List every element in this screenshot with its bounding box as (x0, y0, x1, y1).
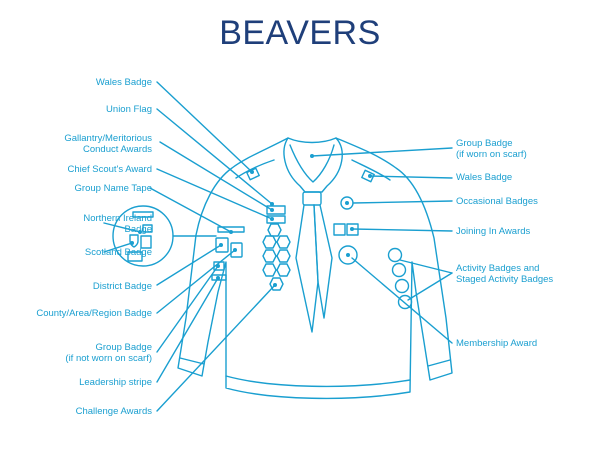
label-line: Group Name Tape (75, 183, 152, 194)
chief-scouts-award-mark (266, 215, 286, 224)
label-challenge-awards: Challenge Awards (76, 406, 153, 417)
label-line: Activity Badges and (456, 263, 539, 274)
label-line: Membership Award (456, 338, 537, 349)
label-district-badge: District Badge (93, 281, 152, 292)
label-line: Gallantry/Meritorious (64, 133, 152, 144)
label-group-name-tape: Group Name Tape (75, 183, 152, 194)
label-line: Wales Badge (96, 77, 152, 88)
label-line: Leadership stripe (79, 377, 152, 388)
magnifier-shield (129, 234, 139, 248)
label-scotland-badge: Scotland Badge (85, 247, 152, 258)
label-group-badge-right: Group Badge(if worn on scarf) (456, 138, 527, 160)
label-wales-badge-right: Wales Badge (456, 172, 512, 183)
left-cuff (179, 357, 205, 365)
activity-badge-mark-4 (397, 294, 413, 310)
right-cuff (427, 359, 451, 367)
label-membership-award: Membership Award (456, 338, 537, 349)
waistband (225, 375, 411, 388)
label-line: Scotland Badge (85, 247, 152, 258)
label-line: Group Badge (456, 138, 513, 149)
label-union-flag: Union Flag (106, 104, 152, 115)
label-county-badge: County/Area/Region Badge (36, 308, 152, 319)
label-joining-in-awards: Joining In Awards (456, 226, 531, 237)
county-badge-mark (230, 242, 243, 258)
label-line: Chief Scout's Award (67, 164, 152, 175)
magnifier-lower-badge (127, 251, 143, 262)
scarf-collar (283, 137, 343, 193)
label-line: Challenge Awards (76, 406, 153, 417)
leadership-stripe-mark (211, 274, 227, 281)
label-line: District Badge (93, 281, 152, 292)
label-line: Northern Ireland (83, 213, 152, 224)
label-line: Group Badge (95, 342, 152, 353)
label-group-badge-left: Group Badge(if not worn on scarf) (65, 342, 152, 364)
label-line: Union Flag (106, 104, 152, 115)
label-leadership-stripe: Leadership stripe (79, 377, 152, 388)
membership-award-mark (338, 245, 358, 265)
label-line: Conduct Awards (83, 144, 152, 155)
scarf-tail-right (313, 204, 333, 319)
activity-badge-mark-1 (387, 247, 403, 263)
magnifier-tape (132, 211, 154, 218)
label-line: (if worn on scarf) (456, 149, 527, 160)
page-title: BEAVERS (219, 14, 381, 52)
activity-badge-mark-2 (391, 262, 407, 278)
sweatshirt-outline (177, 137, 453, 400)
label-line: Badge (125, 224, 152, 235)
group-badge-sleeve-mark (213, 261, 225, 271)
wales-badge-right-mark (361, 169, 375, 183)
label-occasional-badges: Occasional Badges (456, 196, 538, 207)
label-wales-badge-left: Wales Badge (96, 77, 152, 88)
woggle (302, 191, 322, 206)
label-line: Occasional Badges (456, 196, 538, 207)
label-line: Joining In Awards (456, 226, 531, 237)
challenge-awards-hexagons (262, 223, 291, 291)
magnifier-ni-badge (142, 224, 153, 233)
joining-in-award-mark-1 (333, 223, 346, 236)
right-shoulder-seam (351, 159, 391, 181)
label-line: Staged Activity Badges (456, 274, 553, 285)
activity-badge-mark-3 (394, 278, 410, 294)
label-line: County/Area/Region Badge (36, 308, 152, 319)
label-line: Wales Badge (456, 172, 512, 183)
district-badge-mark (215, 237, 229, 253)
gallantry-mark (266, 205, 286, 215)
magnifier-badge (140, 235, 152, 249)
scarf-inner (289, 144, 335, 183)
label-line: (if not worn on scarf) (65, 353, 152, 364)
label-chief-scouts-award: Chief Scout's Award (67, 164, 152, 175)
